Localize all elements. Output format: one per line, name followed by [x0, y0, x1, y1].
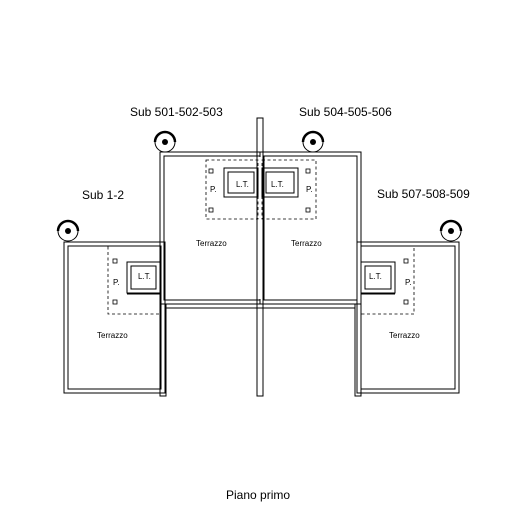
label-terrazzo-507: Terrazzo: [389, 331, 420, 340]
label-p-501: P.: [210, 185, 217, 194]
label-lt-501: L.T.: [236, 180, 249, 189]
label-lt-507: L.T.: [369, 272, 382, 281]
lt-box-504: [261, 167, 299, 198]
label-terrazzo-504: Terrazzo: [291, 239, 322, 248]
wall-center-right-unit: [259, 151, 362, 305]
wall-center-left-inner: [163, 155, 261, 301]
wall-center-right-inner: [263, 155, 358, 301]
lt-box-501: [223, 167, 259, 198]
label-sub-1-2: Sub 1-2: [82, 188, 124, 202]
spiral-stair-icon-504: [301, 130, 325, 153]
spiral-stair-icon-501: [153, 130, 177, 153]
label-p-1-2: P.: [113, 278, 120, 287]
lt-box-507: [360, 261, 396, 295]
dashed-zone-501: [205, 159, 259, 220]
dashed-zone-1-2: [107, 245, 161, 315]
spine-mask: [257, 157, 263, 299]
corner-markers: [112, 168, 409, 305]
label-sub-501: Sub 501-502-503: [130, 105, 223, 119]
lower-wall-left: [159, 303, 167, 397]
label-sub-504: Sub 504-505-506: [299, 105, 392, 119]
spiral-stair-icon-507: [439, 219, 463, 242]
label-terrazzo-501: Terrazzo: [196, 239, 227, 248]
label-lt-1-2: L.T.: [138, 272, 151, 281]
building-walls: [63, 117, 460, 397]
label-p-507: P.: [405, 278, 412, 287]
label-terrazzo-1-2: Terrazzo: [97, 331, 128, 340]
wall-center-left-unit: [159, 151, 261, 305]
footer-title: Piano primo: [226, 488, 290, 502]
wall-left-unit: [63, 241, 166, 394]
spiral-stair-icon-1-2: [56, 219, 80, 242]
wall-left-unit-inner: [67, 245, 162, 390]
lower-wall-right: [354, 303, 362, 397]
label-sub-507: Sub 507-508-509: [377, 187, 470, 201]
wall-right-unit-inner: [360, 245, 456, 390]
dashed-zone-504: [261, 159, 317, 220]
label-lt-504: L.T.: [271, 180, 284, 189]
label-p-504: P.: [306, 185, 313, 194]
wall-right-unit: [356, 241, 460, 394]
lt-box-1-2: [126, 261, 161, 295]
